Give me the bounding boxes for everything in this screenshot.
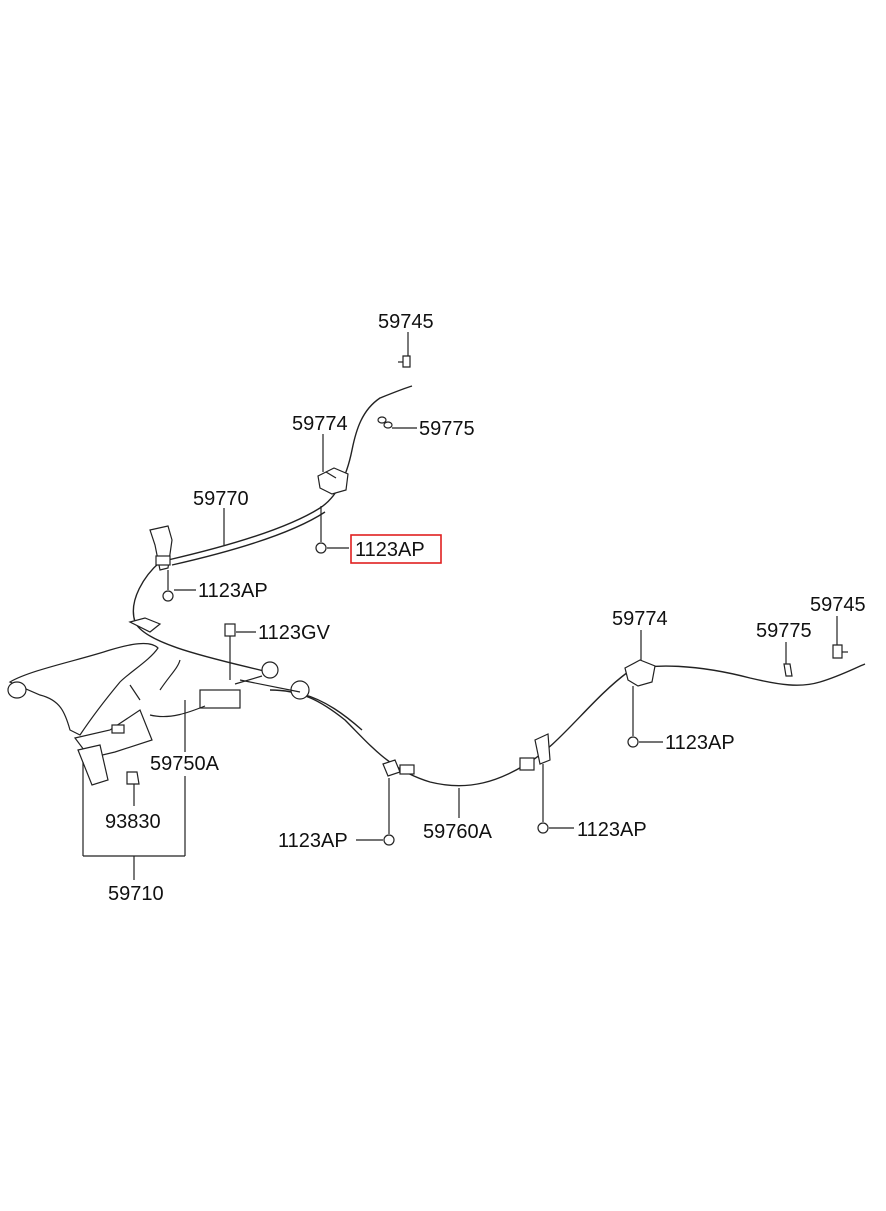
equalizer-assembly <box>234 661 310 700</box>
label-59774-right: 59774 <box>612 608 668 630</box>
pin-59775-top <box>377 416 393 429</box>
label-1123GV: 1123GV <box>258 622 331 644</box>
label-59775-right: 59775 <box>756 620 812 642</box>
cable-clip-mid-left <box>128 617 162 633</box>
label-1123AP-bottom-left: 1123AP <box>278 830 348 852</box>
parking-brake-lever <box>7 642 159 786</box>
label-59710: 59710 <box>108 883 164 905</box>
bracket-59774-right <box>624 659 656 687</box>
highlight-box <box>350 534 442 564</box>
cable-59770 <box>132 561 269 673</box>
bolt-1123AP-highlight <box>315 506 327 554</box>
label-59775-top: 59775 <box>419 418 475 440</box>
label-1123AP-bottom-right: 1123AP <box>577 819 647 841</box>
cable-59770-upper-2 <box>171 511 326 566</box>
label-59750A: 59750A <box>150 753 220 775</box>
bracket-lower-right <box>519 733 551 771</box>
bolt-1123AP-bottom-left <box>383 778 395 846</box>
label-1123AP-highlight[interactable]: 1123AP <box>355 539 425 561</box>
bolt-1123GV <box>224 623 236 680</box>
clip-59745-right <box>832 644 848 659</box>
cable-59770-upper <box>167 385 413 561</box>
label-1123AP-left: 1123AP <box>198 580 268 602</box>
label-1123AP-right: 1123AP <box>665 732 735 754</box>
part-93830 <box>126 771 140 785</box>
label-59770: 59770 <box>193 488 249 510</box>
switch-59750A <box>149 659 241 718</box>
label-93830: 93830 <box>105 811 161 833</box>
label-59745-right: 59745 <box>810 594 866 616</box>
bracket-59774-top <box>317 467 349 495</box>
label-59745-top: 59745 <box>378 311 434 333</box>
bracket-upper-left <box>149 525 173 571</box>
bolt-1123AP-right <box>627 686 639 748</box>
clip-lower-center <box>382 759 415 777</box>
cable-59760A-inner <box>301 693 363 731</box>
cable-59760A <box>269 663 866 787</box>
bolt-1123AP-bottom-right <box>537 764 549 834</box>
clip-59745-top <box>398 355 411 368</box>
pin-59775-right <box>783 663 793 677</box>
bolt-1123AP-left <box>162 570 174 602</box>
label-59774-top: 59774 <box>292 413 348 435</box>
label-59760A: 59760A <box>423 821 493 843</box>
